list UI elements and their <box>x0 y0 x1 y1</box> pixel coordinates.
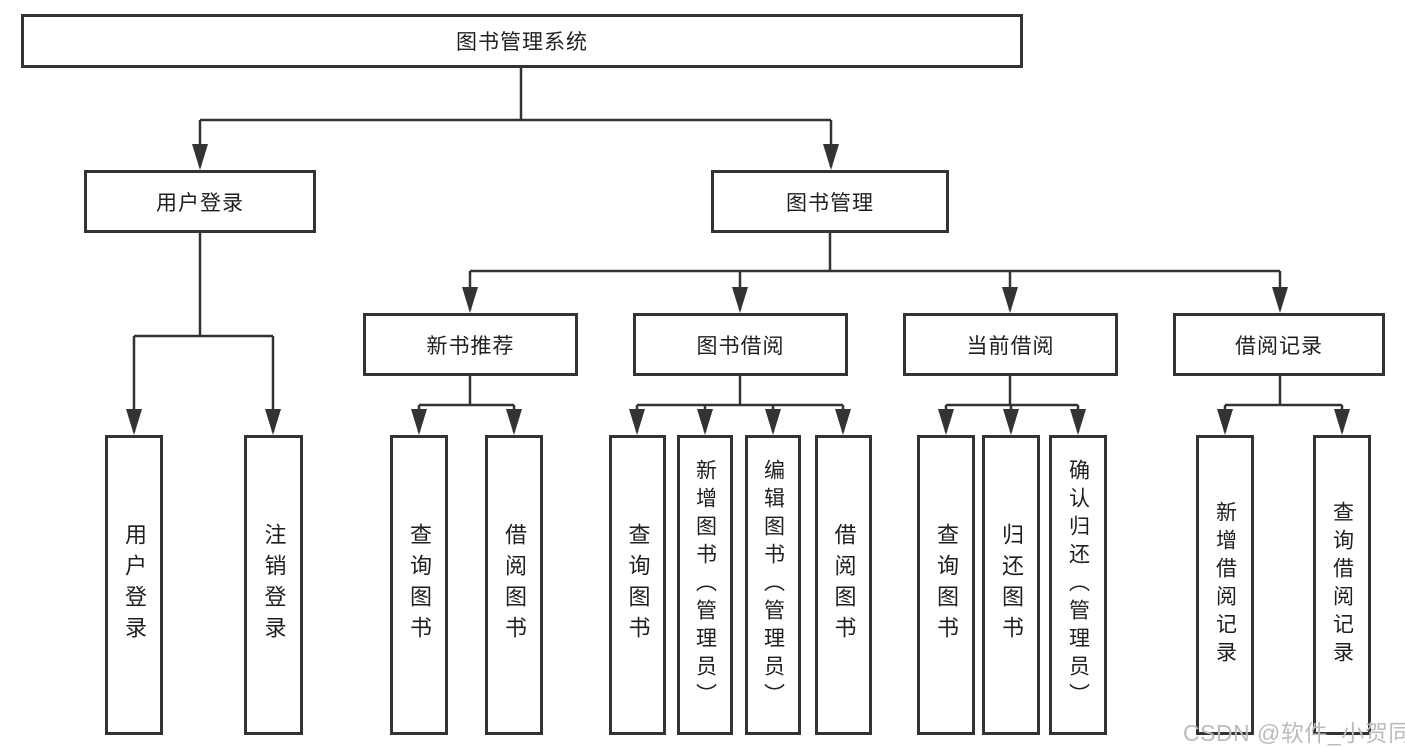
arrowhead <box>506 409 522 435</box>
node-current-borrowing: 当前借阅 <box>903 313 1118 376</box>
arrowhead <box>411 409 427 435</box>
connector-root-to-level2 <box>198 68 833 167</box>
leaf-confirm-return-admin: 确认归还（管理员） <box>1049 435 1107 735</box>
node-label: 新书推荐 <box>426 334 515 358</box>
arrowhead <box>1217 409 1233 435</box>
connector-book-borrow-to-leaves <box>635 376 845 432</box>
connector-new-book-rec-to-leaves <box>417 376 516 432</box>
leaf-edit-books-admin: 编辑图书（管理员） <box>745 435 801 735</box>
leaf-add-borrow-record: 新增借阅记录 <box>1196 435 1254 735</box>
node-label: 新增图书（管理员） <box>693 459 717 711</box>
leaf-query-books-recommend: 查询图书 <box>390 435 448 735</box>
node-label: 归还图书 <box>999 523 1024 647</box>
leaf-borrow-books: 借阅图书 <box>815 435 872 735</box>
node-new-book-recommend: 新书推荐 <box>363 313 578 376</box>
arrowhead <box>938 409 954 435</box>
arrowhead <box>629 409 645 435</box>
leaf-return-books: 归还图书 <box>982 435 1040 735</box>
node-label: 用户登录 <box>156 191 244 215</box>
arrowhead <box>765 409 781 435</box>
leaf-user-login: 用户登录 <box>105 435 163 735</box>
arrowhead <box>1272 287 1288 313</box>
leaf-query-borrow-record: 查询借阅记录 <box>1313 435 1371 735</box>
arrowhead <box>697 409 713 435</box>
node-label: 图书借阅 <box>696 334 785 358</box>
arrowhead <box>1070 409 1086 435</box>
node-label: 图书管理系统 <box>456 31 588 54</box>
leaf-borrow-books-recommend: 借阅图书 <box>485 435 543 735</box>
leaf-logout: 注销登录 <box>244 435 303 735</box>
node-label: 当前借阅 <box>966 334 1055 358</box>
node-label: 查询图书 <box>625 523 651 647</box>
node-user-login: 用户登录 <box>84 170 316 233</box>
node-label: 注销登录 <box>261 523 287 647</box>
csdn-watermark: CSDN @软件_小贺同学 <box>1183 720 1405 746</box>
arrowhead <box>265 409 281 435</box>
node-label: 用户登录 <box>122 523 147 647</box>
leaf-add-books-admin: 新增图书（管理员） <box>677 435 733 735</box>
connector-borrow-record-to-leaves <box>1223 376 1344 432</box>
connector-book-mgmt-to-level3 <box>468 233 1282 310</box>
arrowhead <box>1002 287 1018 313</box>
arrowhead <box>732 287 748 313</box>
node-book-borrowing: 图书借阅 <box>633 313 848 376</box>
node-root-library-system: 图书管理系统 <box>21 14 1023 68</box>
leaf-query-books-borrow: 查询图书 <box>609 435 666 735</box>
node-label: 图书管理 <box>786 191 874 215</box>
node-label: 确认归还（管理员） <box>1066 459 1090 711</box>
arrowhead <box>126 409 142 435</box>
arrowhead <box>462 287 478 313</box>
node-label: 新增借阅记录 <box>1213 501 1237 669</box>
node-label: 查询图书 <box>934 523 959 647</box>
arrowhead <box>1003 409 1019 435</box>
arrowhead <box>192 144 208 170</box>
node-label: 查询借阅记录 <box>1330 501 1354 669</box>
node-label: 编辑图书（管理员） <box>761 459 785 711</box>
leaf-query-books-current: 查询图书 <box>917 435 975 735</box>
node-label: 借阅图书 <box>502 523 527 647</box>
arrowhead <box>835 409 851 435</box>
connector-user-login-to-leaves <box>132 233 275 432</box>
arrowhead <box>1334 409 1350 435</box>
arrowhead <box>823 144 839 170</box>
node-borrowing-records: 借阅记录 <box>1173 313 1385 376</box>
node-label: 借阅图书 <box>831 523 857 647</box>
node-label: 借阅记录 <box>1235 334 1323 358</box>
node-label: 查询图书 <box>407 523 432 647</box>
node-book-management: 图书管理 <box>711 170 949 233</box>
